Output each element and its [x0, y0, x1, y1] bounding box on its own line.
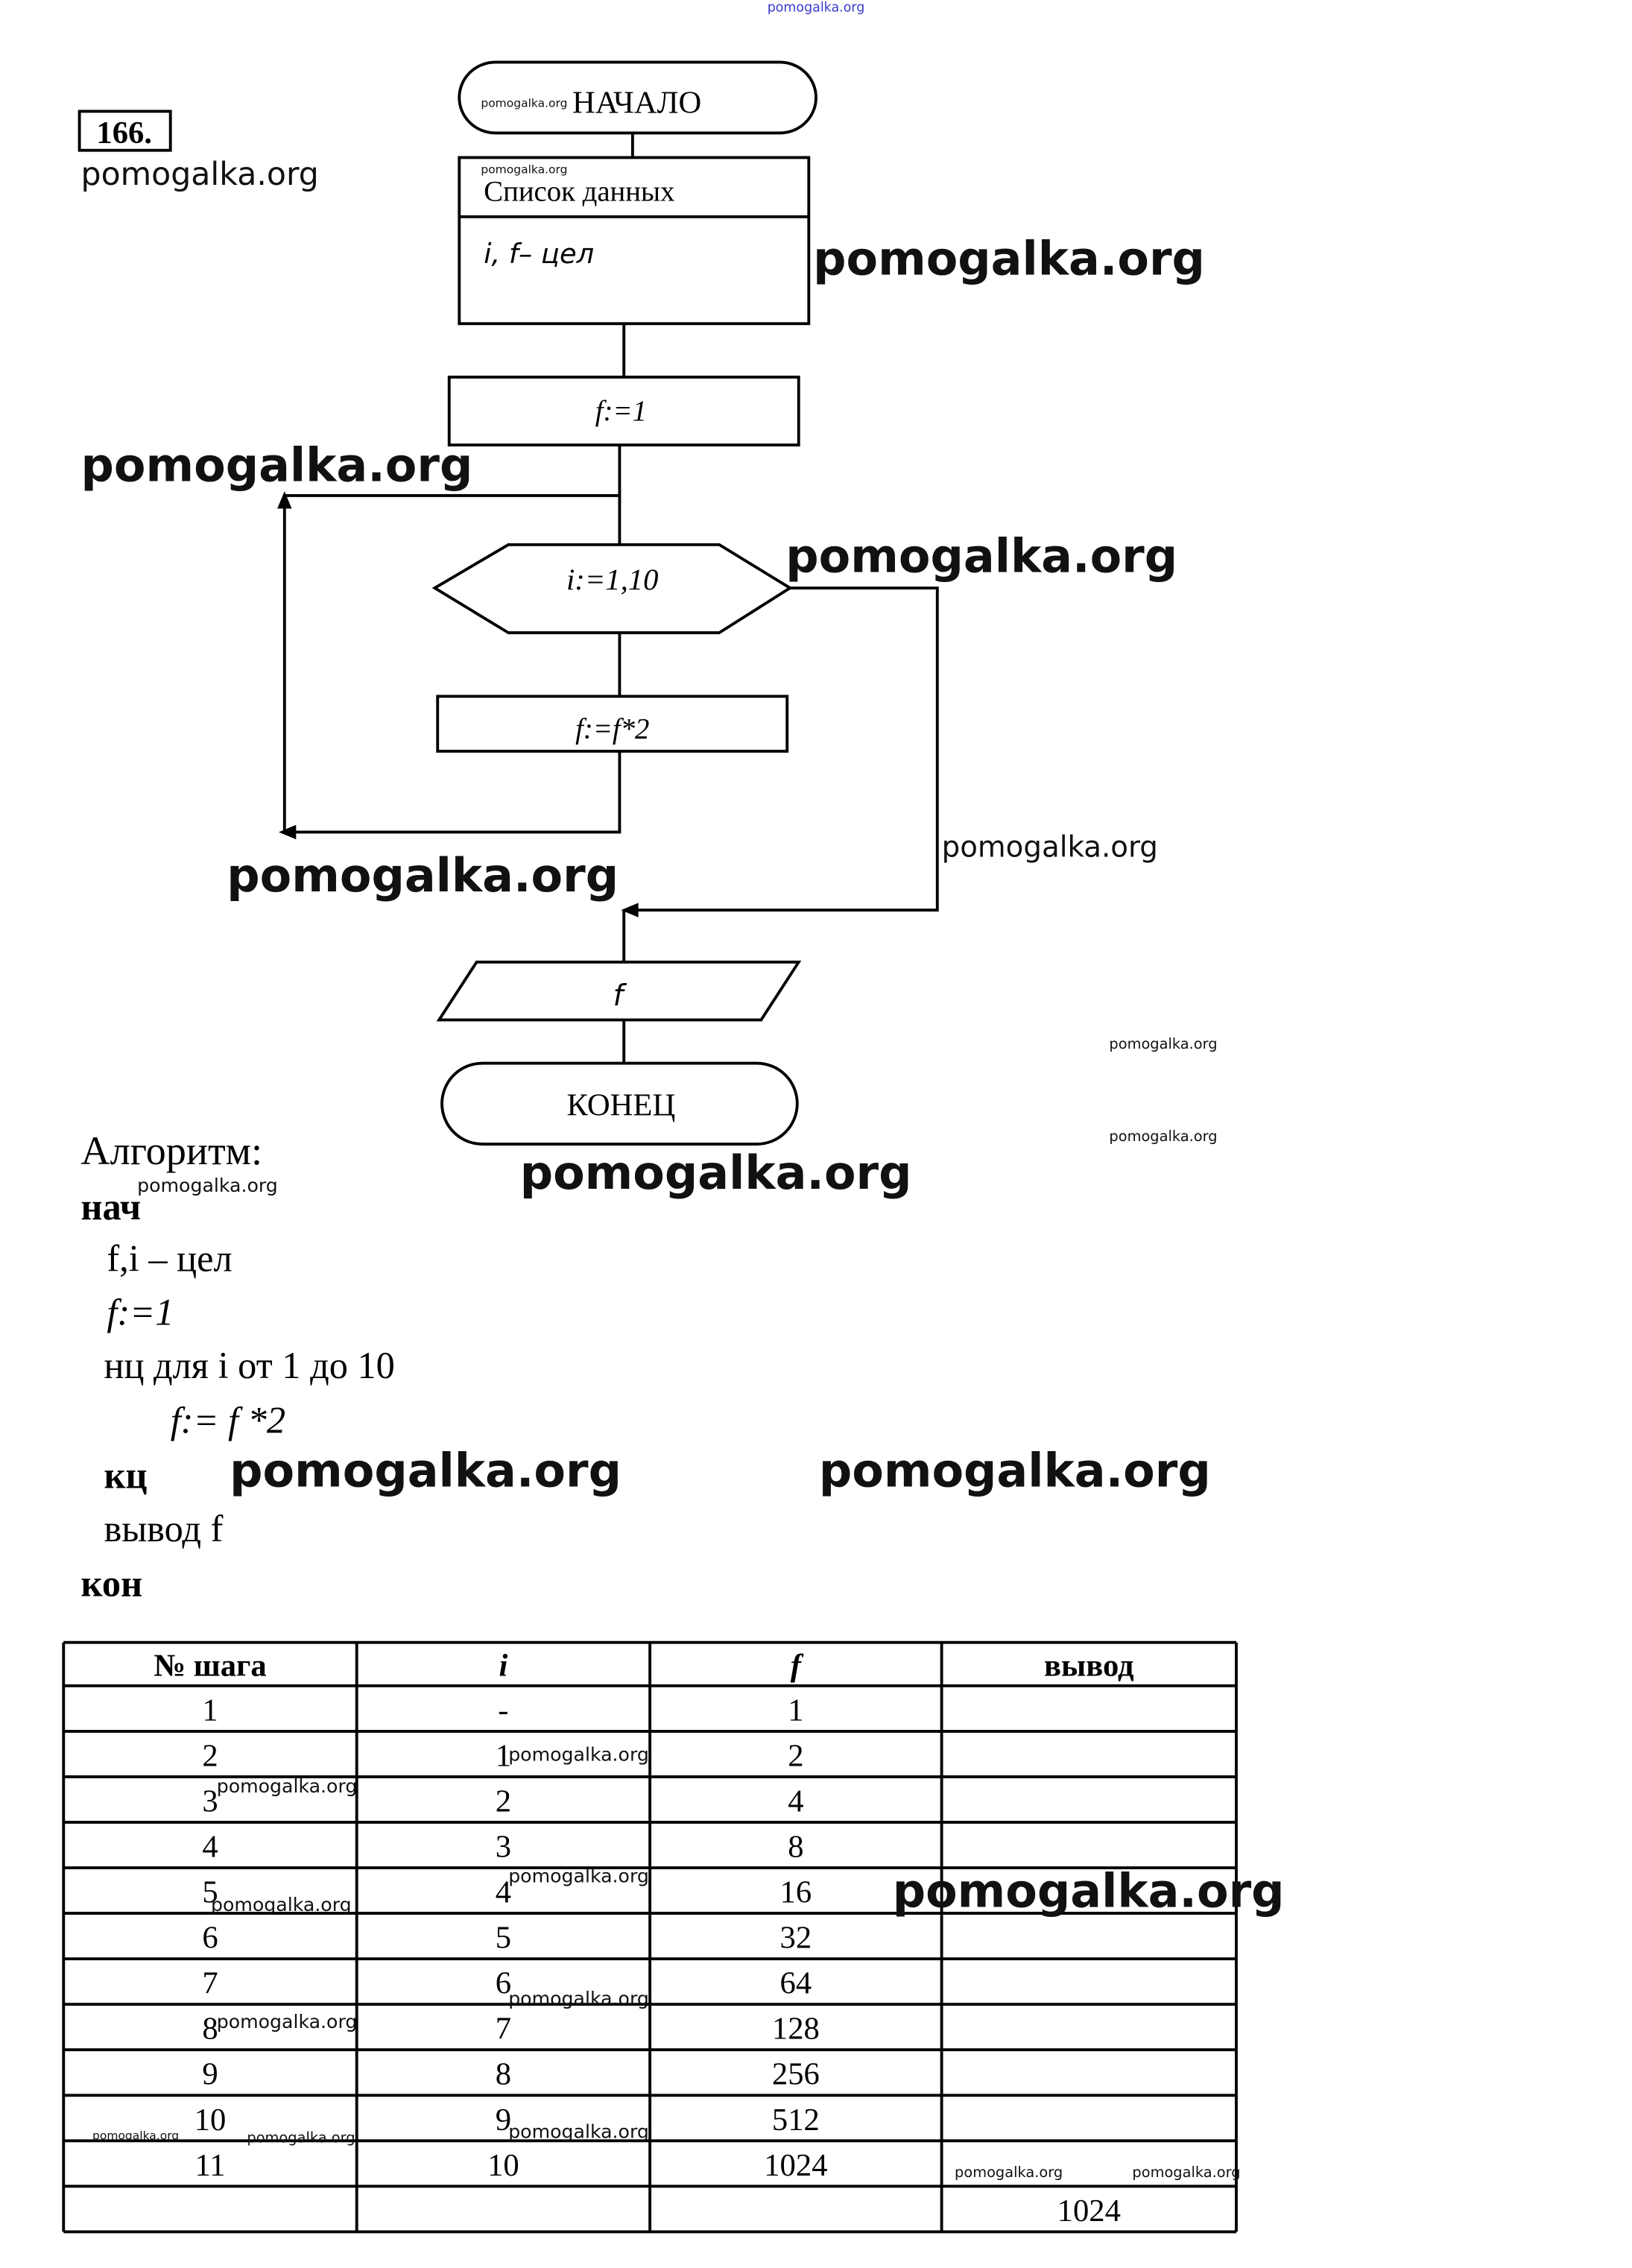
table-cell: 10	[487, 2148, 519, 2183]
algorithm-line: f:= f *2	[171, 1400, 285, 1441]
algorithm-line: нц для i от 1 до 10	[104, 1345, 395, 1386]
watermark: pomogalka.org	[481, 163, 567, 177]
table-cell: 9	[202, 2057, 218, 2092]
watermark: pomogalka.org	[785, 529, 1177, 584]
watermark: pomogalka.org	[508, 2120, 649, 2142]
table-cell: 1	[202, 1693, 218, 1728]
table-cell: -	[498, 1693, 508, 1728]
table-cell: 1	[496, 1738, 511, 1773]
algorithm-line: f,i – цел	[107, 1238, 232, 1280]
watermark: pomogalka.org	[481, 97, 567, 110]
algorithm-title: Алгоритм:	[81, 1128, 263, 1173]
watermark: pomogalka.org	[508, 1744, 649, 1766]
table-header-cell: f	[791, 1648, 804, 1683]
watermark: pomogalka.org	[81, 438, 473, 493]
start-terminator	[458, 60, 817, 135]
watermark: pomogalka.org	[81, 156, 319, 193]
problem-number-box	[78, 110, 172, 152]
watermark: pomogalka.org	[137, 1175, 278, 1196]
watermark: pomogalka.org	[247, 2129, 355, 2146]
watermark: pomogalka.org	[217, 1775, 358, 1797]
watermark: pomogalka.org	[819, 1443, 1211, 1497]
body-label: f:=f*2	[575, 713, 649, 745]
watermark: pomogalka.org	[1132, 2164, 1240, 2181]
watermark: pomogalka.org	[813, 231, 1205, 285]
table-header-cell: № шага	[154, 1648, 266, 1683]
table-cell: 5	[496, 1921, 511, 1956]
watermark: pomogalka.org	[942, 830, 1158, 864]
algorithm: Алгоритм: нач f,i – цел f:=1 нц для i от…	[81, 1128, 395, 1604]
algorithm-line: вывод f	[104, 1508, 224, 1550]
loop-label: i:=1,10	[566, 563, 659, 596]
arrow-left-icon	[279, 824, 297, 840]
watermark: pomogalka.org	[1109, 1128, 1217, 1145]
data-list-box	[458, 156, 811, 326]
algorithm-line: нач	[81, 1186, 142, 1228]
table-cell: 2	[202, 1738, 218, 1773]
watermark: pomogalka.org	[92, 2129, 179, 2142]
watermark: pomogalka.org	[217, 2011, 358, 2032]
table-cell: 16	[780, 1875, 812, 1910]
data-list-vars: i, f– цел	[484, 238, 594, 270]
output-label: f	[613, 979, 627, 1013]
watermark: pomogalka.org	[508, 1865, 649, 1886]
watermark: pomogalka.org	[893, 1863, 1285, 1918]
problem-number: 166.	[96, 116, 152, 151]
table-cell: 8	[202, 2012, 218, 2047]
table-cell: 9	[496, 2103, 511, 2138]
end-terminator	[440, 1061, 799, 1146]
watermark: pomogalka.org	[508, 1988, 649, 2009]
watermark: pomogalka.org	[227, 848, 619, 903]
table-cell: 4	[496, 1875, 511, 1910]
init-process	[447, 376, 800, 446]
init-label: f:=1	[595, 395, 647, 427]
arrow-left-icon	[621, 903, 639, 917]
table-cell: 3	[202, 1784, 218, 1819]
algorithm-line: кон	[81, 1563, 143, 1605]
watermark: pomogalka.org	[230, 1443, 622, 1497]
table-cell: 1	[788, 1693, 803, 1728]
table-header-cell: вывод	[1044, 1648, 1134, 1683]
watermark: pomogalka.org	[1109, 1035, 1217, 1052]
table-cell: 10	[194, 2103, 227, 2138]
table-cell: 4	[788, 1784, 803, 1819]
table-cell: 7	[202, 1966, 218, 2001]
table-cell: 8	[496, 2057, 511, 2092]
top-watermark: pomogalka.org	[768, 1, 865, 16]
table-cell: 1024	[1057, 2193, 1121, 2228]
table-cell: 8	[788, 1829, 803, 1864]
output-parallelogram	[436, 960, 802, 1022]
arrow-up-icon	[277, 491, 292, 509]
algorithm-line: кц	[104, 1454, 148, 1496]
table-cell: 1024	[764, 2148, 827, 2183]
table-cell: 6	[202, 1921, 218, 1956]
end-label: КОНЕЦ	[566, 1087, 675, 1122]
table-cell: 32	[780, 1921, 812, 1956]
table-cell: 5	[202, 1875, 218, 1910]
watermark: pomogalka.org	[955, 2164, 1063, 2181]
start-label: НАЧАЛО	[572, 85, 701, 120]
table-header-cell: i	[499, 1648, 507, 1683]
table-cell: 128	[772, 2012, 820, 2047]
watermark: pomogalka.org	[211, 1894, 352, 1915]
table-cell: 4	[202, 1829, 218, 1864]
algorithm-line: f:=1	[107, 1291, 174, 1333]
body-process	[436, 695, 789, 753]
table-cell: 11	[194, 2148, 225, 2183]
table-cell: 2	[496, 1784, 511, 1819]
table-cell: 3	[496, 1829, 511, 1864]
flowchart: НАЧАЛО Список данных i, f– цел f:=1 i:=1…	[277, 60, 939, 1146]
table-cell: 512	[772, 2103, 820, 2138]
table-cell: 6	[496, 1966, 511, 2001]
watermark: pomogalka.org	[520, 1146, 912, 1200]
table-cell: 7	[496, 2012, 511, 2047]
watermarks: pomogalka.org pomogalka.org pomogalka.or…	[81, 97, 1285, 2181]
table-cell: 256	[772, 2057, 820, 2092]
data-list-title: Список данных	[484, 176, 674, 208]
table-cell: 64	[780, 1966, 812, 2001]
table-cell: 2	[788, 1738, 803, 1773]
